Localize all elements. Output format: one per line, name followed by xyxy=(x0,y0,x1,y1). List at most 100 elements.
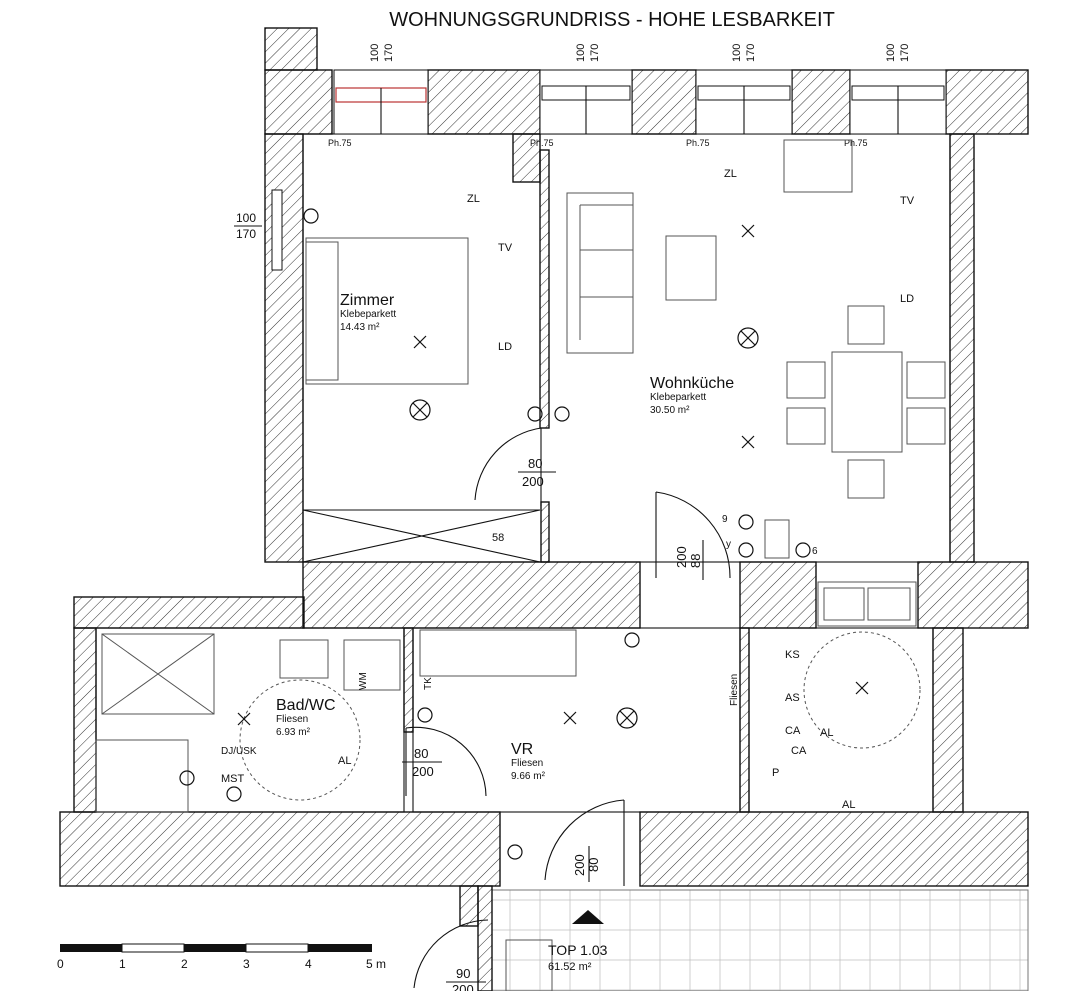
bath-cabinet xyxy=(95,739,189,813)
unit-label: TOP 1.03 61.52 m² xyxy=(548,942,608,973)
window-side xyxy=(271,189,283,271)
ph-label: Ph.75 xyxy=(530,138,554,148)
ceiling-light-symbol xyxy=(409,399,431,421)
stair-wall xyxy=(477,885,493,991)
ceiling-light-symbol xyxy=(616,707,638,729)
room-name: Wohnküche xyxy=(650,375,734,392)
scale-tick-4: 4 xyxy=(305,957,312,971)
door-zimmer-h: 200 xyxy=(522,474,544,489)
p-label: P xyxy=(772,767,779,779)
door-kitchen-w: 88 xyxy=(688,554,703,568)
plan-title: WOHNUNGSGRUNDRISS - HOHE LESBARKEIT xyxy=(389,9,835,31)
kitchen-fliesen-label: Fliesen xyxy=(729,674,740,706)
corridor-grid xyxy=(491,889,1029,991)
window-dim-h: 170 xyxy=(589,44,601,62)
scale-tick-0: 0 xyxy=(57,957,64,971)
ceiling-lights xyxy=(179,208,869,860)
room-floor: Fliesen xyxy=(511,758,543,769)
window-dim-w: 100 xyxy=(885,44,897,62)
tv-label: TV xyxy=(900,195,915,207)
furniture xyxy=(95,139,946,813)
window-3 xyxy=(695,69,793,135)
room-area: 9.66 m² xyxy=(511,771,546,782)
ph-label: Ph.75 xyxy=(686,138,710,148)
door-entry xyxy=(544,799,625,886)
door-kitchen xyxy=(655,491,731,579)
window-dim-w: 100 xyxy=(236,211,256,225)
door-stair-w: 90 xyxy=(456,966,470,981)
wm-label: WM xyxy=(358,672,369,690)
door-entry-w: 80 xyxy=(586,858,601,872)
djusk-label: DJ/USK xyxy=(221,746,257,757)
window-dim-h: 170 xyxy=(383,44,395,62)
window-4 xyxy=(849,69,947,135)
doors xyxy=(405,427,731,989)
room-area: 30.50 m² xyxy=(650,405,690,416)
interior-lines xyxy=(95,133,951,813)
wardrobe xyxy=(419,629,577,677)
dining-circle xyxy=(803,631,921,749)
room-vr: VR Fliesen 9.66 m² xyxy=(511,741,546,782)
ca-label: CA xyxy=(785,725,801,737)
window-dim-w: 100 xyxy=(731,44,743,62)
room-name: VR xyxy=(511,741,533,758)
shower xyxy=(101,633,215,715)
window-dim-w: 100 xyxy=(369,44,381,62)
ceiling-light-symbol xyxy=(737,327,759,349)
room-name: Bad/WC xyxy=(276,697,336,714)
storage-58-label: 58 xyxy=(492,532,504,544)
zl-label: ZL xyxy=(724,168,737,180)
zl-label: ZL xyxy=(467,193,480,205)
tk-label: TK xyxy=(423,677,434,690)
door-stair xyxy=(413,919,489,989)
windows xyxy=(271,69,947,271)
walls xyxy=(59,27,1029,887)
scale-tick-1: 1 xyxy=(119,957,126,971)
six-label: 6 xyxy=(812,546,818,557)
coffee-table xyxy=(665,235,717,301)
al-label: AL xyxy=(820,727,833,739)
sofa xyxy=(566,192,634,354)
door-bad-w: 80 xyxy=(414,746,428,761)
as-label: AS xyxy=(785,692,800,704)
room-bad: Bad/WC Fliesen 6.93 m² xyxy=(276,697,336,738)
door-dimension-labels: 80 200 88 200 80 200 80 200 90 200 xyxy=(402,456,704,991)
kitchen-sink xyxy=(817,581,917,627)
room-name: Zimmer xyxy=(340,292,395,309)
washing-machine xyxy=(343,639,401,691)
bed xyxy=(305,237,469,385)
room-area: 6.93 m² xyxy=(276,727,311,738)
window-dim-h: 170 xyxy=(236,227,256,241)
ph-label: Ph.75 xyxy=(328,138,352,148)
armchair xyxy=(783,139,853,193)
window-dimension-labels: 100 170 100 170 100 170 100 170 100 170 … xyxy=(234,44,911,241)
ld-label: LD xyxy=(498,341,512,353)
bath-turning-circle xyxy=(239,679,361,801)
ld-label: LD xyxy=(900,293,914,305)
window-dim-h: 170 xyxy=(899,44,911,62)
door-zimmer-w: 80 xyxy=(528,456,542,471)
mst-label: MST xyxy=(221,773,245,785)
room-area: 14.43 m² xyxy=(340,322,380,333)
scale-tick-2: 2 xyxy=(181,957,188,971)
room-floor: Klebeparkett xyxy=(650,392,706,403)
door-entry-h: 200 xyxy=(572,854,587,876)
stair-wall xyxy=(459,885,479,927)
washbasin xyxy=(279,639,329,679)
tv-label: TV xyxy=(498,242,513,254)
window-1 xyxy=(333,69,429,135)
al-label: AL xyxy=(842,799,855,811)
window-dim-h: 170 xyxy=(745,44,757,62)
stair-stove xyxy=(764,519,790,559)
ca-label: CA xyxy=(791,745,807,757)
y-label: y xyxy=(726,539,731,550)
door-bad-h: 200 xyxy=(412,764,434,779)
dining-table xyxy=(786,305,946,499)
room-floor: Klebeparkett xyxy=(340,309,396,320)
door-zimmer xyxy=(474,427,542,506)
room-floor: Fliesen xyxy=(276,714,308,725)
door-kitchen-h: 200 xyxy=(674,546,689,568)
room-wohnkueche: Wohnküche Klebeparkett 30.50 m² xyxy=(650,375,734,416)
entrance-arrow xyxy=(572,910,604,924)
